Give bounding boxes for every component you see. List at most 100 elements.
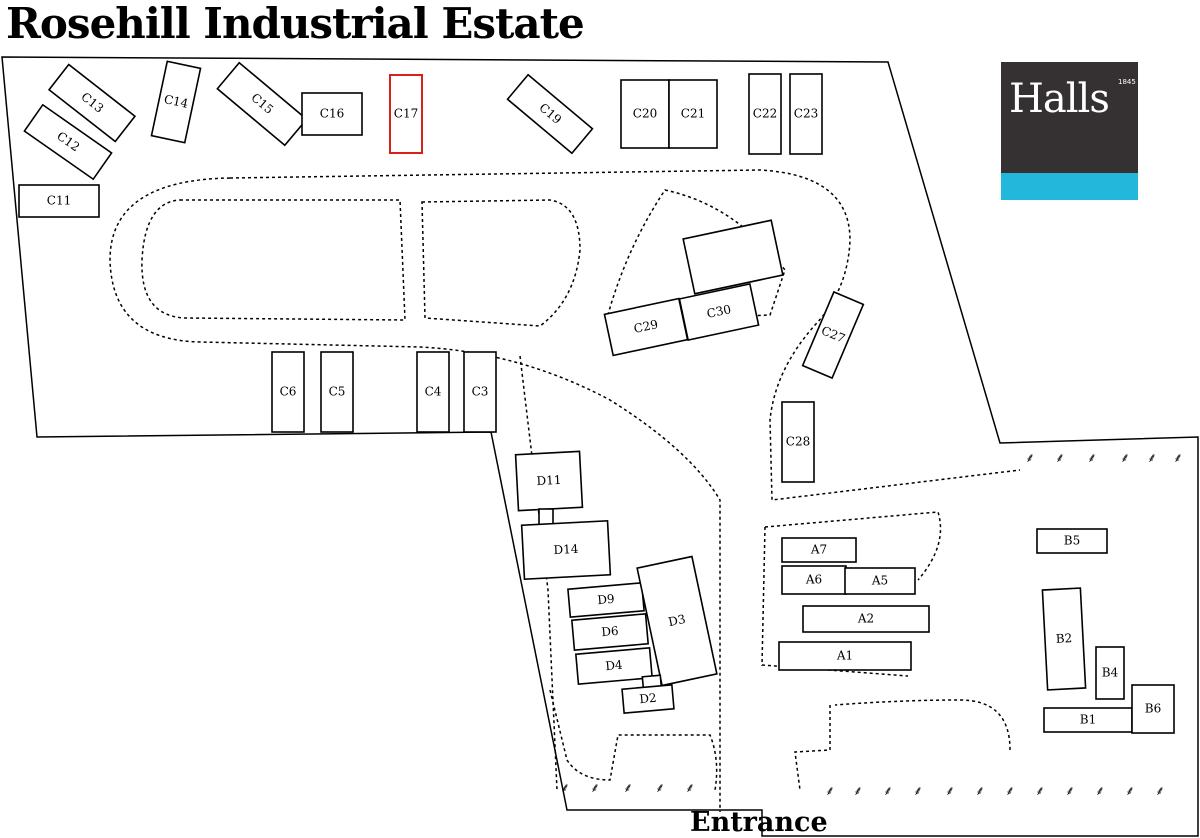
unit-c23[interactable]: C23 [789, 73, 823, 155]
unit-c20[interactable]: C20 [620, 79, 670, 149]
tree-icon: ⸙ [1095, 784, 1105, 799]
unit-a7[interactable]: A7 [781, 537, 857, 563]
unit-c4[interactable]: C4 [416, 351, 450, 433]
unit-c28[interactable]: C28 [781, 401, 815, 483]
unit-c27[interactable]: C27 [801, 290, 865, 380]
tree-icon: ⸙ [1173, 451, 1183, 466]
unit-a7-label: A7 [810, 543, 827, 557]
upper-loop-road [229, 169, 1021, 501]
unit-a5[interactable]: A5 [844, 567, 916, 595]
tree-icon: ⸙ [623, 781, 633, 796]
unit-d9[interactable]: D9 [567, 581, 645, 619]
unit-c5[interactable]: C5 [320, 351, 354, 433]
c29-island [605, 189, 786, 323]
unit-c17-label: C17 [394, 107, 418, 121]
tree-icon: ⸙ [655, 781, 665, 796]
unit-b1-label: B1 [1080, 713, 1096, 727]
unit-b1[interactable]: B1 [1043, 707, 1133, 733]
unit-c22-label: C22 [753, 107, 777, 121]
unit-a2[interactable]: A2 [802, 605, 930, 633]
tree-icon: ⸙ [1120, 451, 1130, 466]
logo-wordmark: Halls [1009, 76, 1110, 122]
unit-c28-label: C28 [786, 435, 810, 449]
unit-c3[interactable]: C3 [463, 351, 497, 433]
unit-c6[interactable]: C6 [271, 351, 305, 433]
unit-c5-label: C5 [329, 385, 346, 399]
unit-b5-label: B5 [1064, 534, 1080, 548]
unit-d4-label: D4 [605, 658, 624, 673]
unit-c12[interactable]: C12 [23, 103, 113, 181]
logo-established-year: 1845 [1118, 78, 1136, 86]
roads [109, 169, 1021, 812]
tree-icon: ⸙ [1125, 784, 1135, 799]
unit-d6-label: D6 [601, 624, 619, 639]
unit-c30[interactable]: C30 [678, 283, 760, 341]
entrance-label: Entrance [690, 807, 828, 838]
unit-c17[interactable]: C17 [389, 74, 423, 154]
unit-c14-label: C14 [163, 92, 190, 111]
unit-d2-label: D2 [639, 691, 657, 706]
unit-b5[interactable]: B5 [1036, 528, 1108, 554]
tree-icon: ⸙ [1005, 784, 1015, 799]
unit-d2[interactable]: D2 [621, 684, 675, 714]
estate-boundary [1, 56, 1199, 837]
tree-icon: ⸙ [945, 784, 955, 799]
tree-icon: ⸙ [883, 784, 893, 799]
unit-b2[interactable]: B2 [1041, 587, 1087, 691]
unit-a1-label: A1 [836, 649, 853, 663]
tree-icon: ⸙ [825, 784, 835, 799]
unit-d14[interactable]: D14 [520, 519, 612, 581]
left-carpark [141, 199, 406, 321]
unit-b4-label: B4 [1102, 666, 1119, 680]
logo-stripe [1001, 173, 1138, 200]
unit-c16-label: C16 [320, 107, 344, 121]
unit-c21[interactable]: C21 [668, 79, 718, 149]
tree-icon: ⸙ [853, 784, 863, 799]
unit-c16[interactable]: C16 [301, 92, 363, 136]
tree-icon: ⸙ [1155, 784, 1165, 799]
upper-loop-road-inner [109, 177, 721, 812]
unit-c15[interactable]: C15 [216, 61, 308, 147]
unit-c20-label: C20 [633, 107, 657, 121]
unit-b6-label: B6 [1145, 702, 1161, 716]
unit-c11[interactable]: C11 [18, 184, 100, 218]
unit-c13[interactable]: C13 [47, 63, 137, 143]
unit-c19[interactable]: C19 [506, 73, 594, 155]
unit-c29[interactable]: C29 [603, 297, 689, 357]
tree-icon: ⸙ [1035, 784, 1045, 799]
unit-c4-label: C4 [425, 385, 442, 399]
tree-icon: ⸙ [1055, 451, 1065, 466]
unit-b6[interactable]: B6 [1131, 684, 1175, 734]
tree-icon: ⸙ [1087, 451, 1097, 466]
unit-d3[interactable]: D3 [636, 555, 718, 687]
unit-c14[interactable]: C14 [150, 60, 202, 144]
a-block-path [761, 511, 942, 677]
unit-d11-label: D11 [536, 473, 562, 488]
unit-c3-label: C3 [472, 385, 489, 399]
unit-c6-label: C6 [280, 385, 297, 399]
unit-d9-label: D9 [597, 592, 615, 607]
unit-c11-label: C11 [47, 194, 71, 208]
unit-d4[interactable]: D4 [574, 646, 654, 686]
unit-a6-label: A6 [805, 573, 822, 587]
unit-a5-label: A5 [871, 574, 888, 588]
unit-c30-label: C30 [705, 302, 732, 321]
mid-carpark [421, 199, 581, 327]
trees: ⸙⸙⸙⸙⸙⸙⸙⸙⸙⸙⸙⸙⸙⸙⸙⸙⸙⸙⸙⸙⸙⸙⸙ [560, 451, 1183, 799]
lower-right-path [794, 699, 1011, 791]
tree-icon: ⸙ [1065, 784, 1075, 799]
tree-icon: ⸙ [685, 781, 695, 796]
road-left-edge [519, 355, 558, 791]
unit-c22[interactable]: C22 [748, 73, 782, 155]
unit-a2-label: A2 [857, 612, 874, 626]
tree-icon: ⸙ [913, 784, 923, 799]
halls-logo: Halls 1845 [1001, 62, 1138, 200]
unit-b4[interactable]: B4 [1095, 646, 1125, 700]
unit-c21-label: C21 [681, 107, 705, 121]
unit-d6[interactable]: D6 [570, 612, 650, 652]
unnamed-building[interactable] [682, 219, 784, 295]
unit-a1[interactable]: A1 [778, 641, 912, 671]
unit-a6[interactable]: A6 [781, 565, 847, 595]
unit-d11[interactable]: D11 [514, 450, 584, 512]
